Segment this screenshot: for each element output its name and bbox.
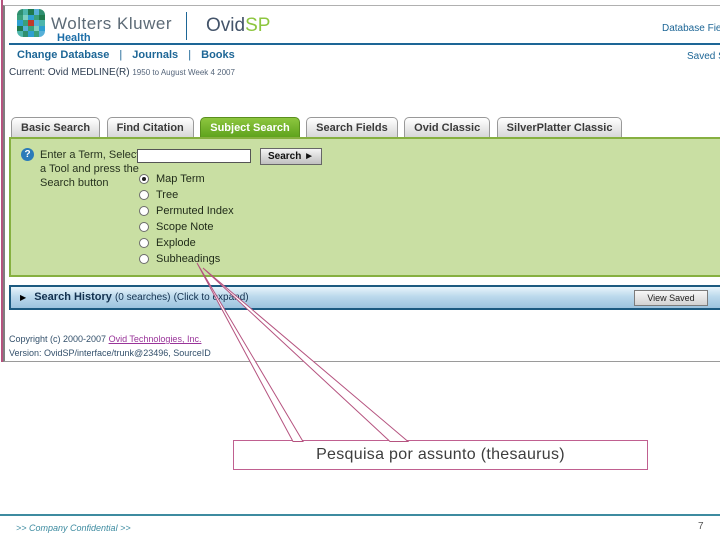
nav-separator: | <box>119 49 123 61</box>
brand-health-label: Health <box>57 32 91 44</box>
brand-name: Wolters Kluwer <box>51 14 172 33</box>
product-sp: SP <box>245 15 271 36</box>
search-tools: Map Term Tree Permuted Index Scope Note … <box>139 171 234 267</box>
search-history-count: (0 searches) <box>114 292 171 303</box>
database-field-guide-link[interactable]: Database Field Guide <box>662 23 720 34</box>
saved-searches-link[interactable]: Saved Searches <box>687 51 720 62</box>
radio-button-icon[interactable] <box>139 206 149 216</box>
tab-subject-search[interactable]: Subject Search <box>200 117 300 137</box>
tool-scope-note[interactable]: Scope Note <box>139 219 234 235</box>
tool-map-term[interactable]: Map Term <box>139 171 234 187</box>
slide-left-accent <box>1 0 3 362</box>
slide-page-number: 7 <box>698 521 704 532</box>
nav-books[interactable]: Books <box>201 49 235 61</box>
help-icon[interactable]: ? <box>21 148 34 161</box>
top-nav: Change Database | Journals | Books <box>17 49 235 61</box>
tool-permuted-index[interactable]: Permuted Index <box>139 203 234 219</box>
tool-tree[interactable]: Tree <box>139 187 234 203</box>
search-instruction: Enter a Term, Select a Tool and press th… <box>40 149 140 189</box>
ovidsp-screenshot: Wolters Kluwer Health OvidSP Database Fi… <box>3 5 720 362</box>
current-database: Current: Ovid MEDLINE(R) <box>9 67 130 78</box>
copyright-text: Copyright (c) 2000-2007 <box>9 334 109 344</box>
tool-subheadings[interactable]: Subheadings <box>139 251 234 267</box>
tab-search-fields[interactable]: Search Fields <box>306 117 398 137</box>
slide-footer-rule <box>0 514 720 516</box>
tool-label[interactable]: Subheadings <box>156 253 221 265</box>
version-line: Version: OvidSP/interface/trunk@23496, S… <box>9 348 211 358</box>
radio-button-icon[interactable] <box>139 190 149 200</box>
tool-explode[interactable]: Explode <box>139 235 234 251</box>
header-rule <box>9 43 720 45</box>
expand-arrow-icon[interactable]: ▶ <box>20 293 27 302</box>
annotation-box: Pesquisa por assunto (thesaurus) <box>233 440 648 470</box>
search-history-title: Search History <box>34 291 112 303</box>
product-logo: OvidSP <box>206 15 270 37</box>
annotation-label: Pesquisa por assunto (thesaurus) <box>316 446 565 463</box>
search-button[interactable]: Search ► <box>260 148 322 165</box>
tool-label[interactable]: Tree <box>156 189 179 201</box>
tab-find-citation[interactable]: Find Citation <box>106 117 194 137</box>
nav-change-database[interactable]: Change Database <box>17 49 110 61</box>
radio-button-icon[interactable] <box>139 238 149 248</box>
tab-silverplatter-classic[interactable]: SilverPlatter Classic <box>496 117 623 137</box>
radio-button-icon[interactable] <box>139 254 149 264</box>
search-history-hint[interactable]: (Click to expand) <box>173 292 249 303</box>
tab-ovid-classic[interactable]: Ovid Classic <box>404 117 491 137</box>
radio-button-icon[interactable] <box>139 222 149 232</box>
copyright-line: Copyright (c) 2000-2007 Ovid Technologie… <box>9 334 201 344</box>
view-saved-button[interactable]: View Saved <box>634 290 708 306</box>
nav-journals[interactable]: Journals <box>132 49 179 61</box>
wolters-kluwer-logo-icon <box>17 9 45 37</box>
current-database-line: Current: Ovid MEDLINE(R) 1950 to August … <box>9 67 235 78</box>
radio-button-icon[interactable] <box>139 174 149 184</box>
ovid-technologies-link[interactable]: Ovid Technologies, Inc. <box>108 334 202 344</box>
product-ovid: Ovid <box>206 15 246 36</box>
search-history-toggle[interactable]: ▶ Search History (0 searches) (Click to … <box>20 291 249 303</box>
tool-label[interactable]: Map Term <box>156 173 205 185</box>
tool-label[interactable]: Scope Note <box>156 221 214 233</box>
nav-separator: | <box>188 49 192 61</box>
tool-label[interactable]: Explode <box>156 237 196 249</box>
tab-basic-search[interactable]: Basic Search <box>11 117 101 137</box>
tool-label[interactable]: Permuted Index <box>156 205 234 217</box>
search-mode-tabs: Basic Search Find Citation Subject Searc… <box>11 117 624 137</box>
term-input[interactable] <box>137 149 251 163</box>
slide-footer-text: >> Company Confidential >> <box>16 523 131 533</box>
search-history-bar: ▶ Search History (0 searches) (Click to … <box>9 285 720 310</box>
header-divider <box>186 12 187 40</box>
subject-search-panel: ? Enter a Term, Select a Tool and press … <box>9 137 720 277</box>
current-database-range: 1950 to August Week 4 2007 <box>132 68 235 77</box>
